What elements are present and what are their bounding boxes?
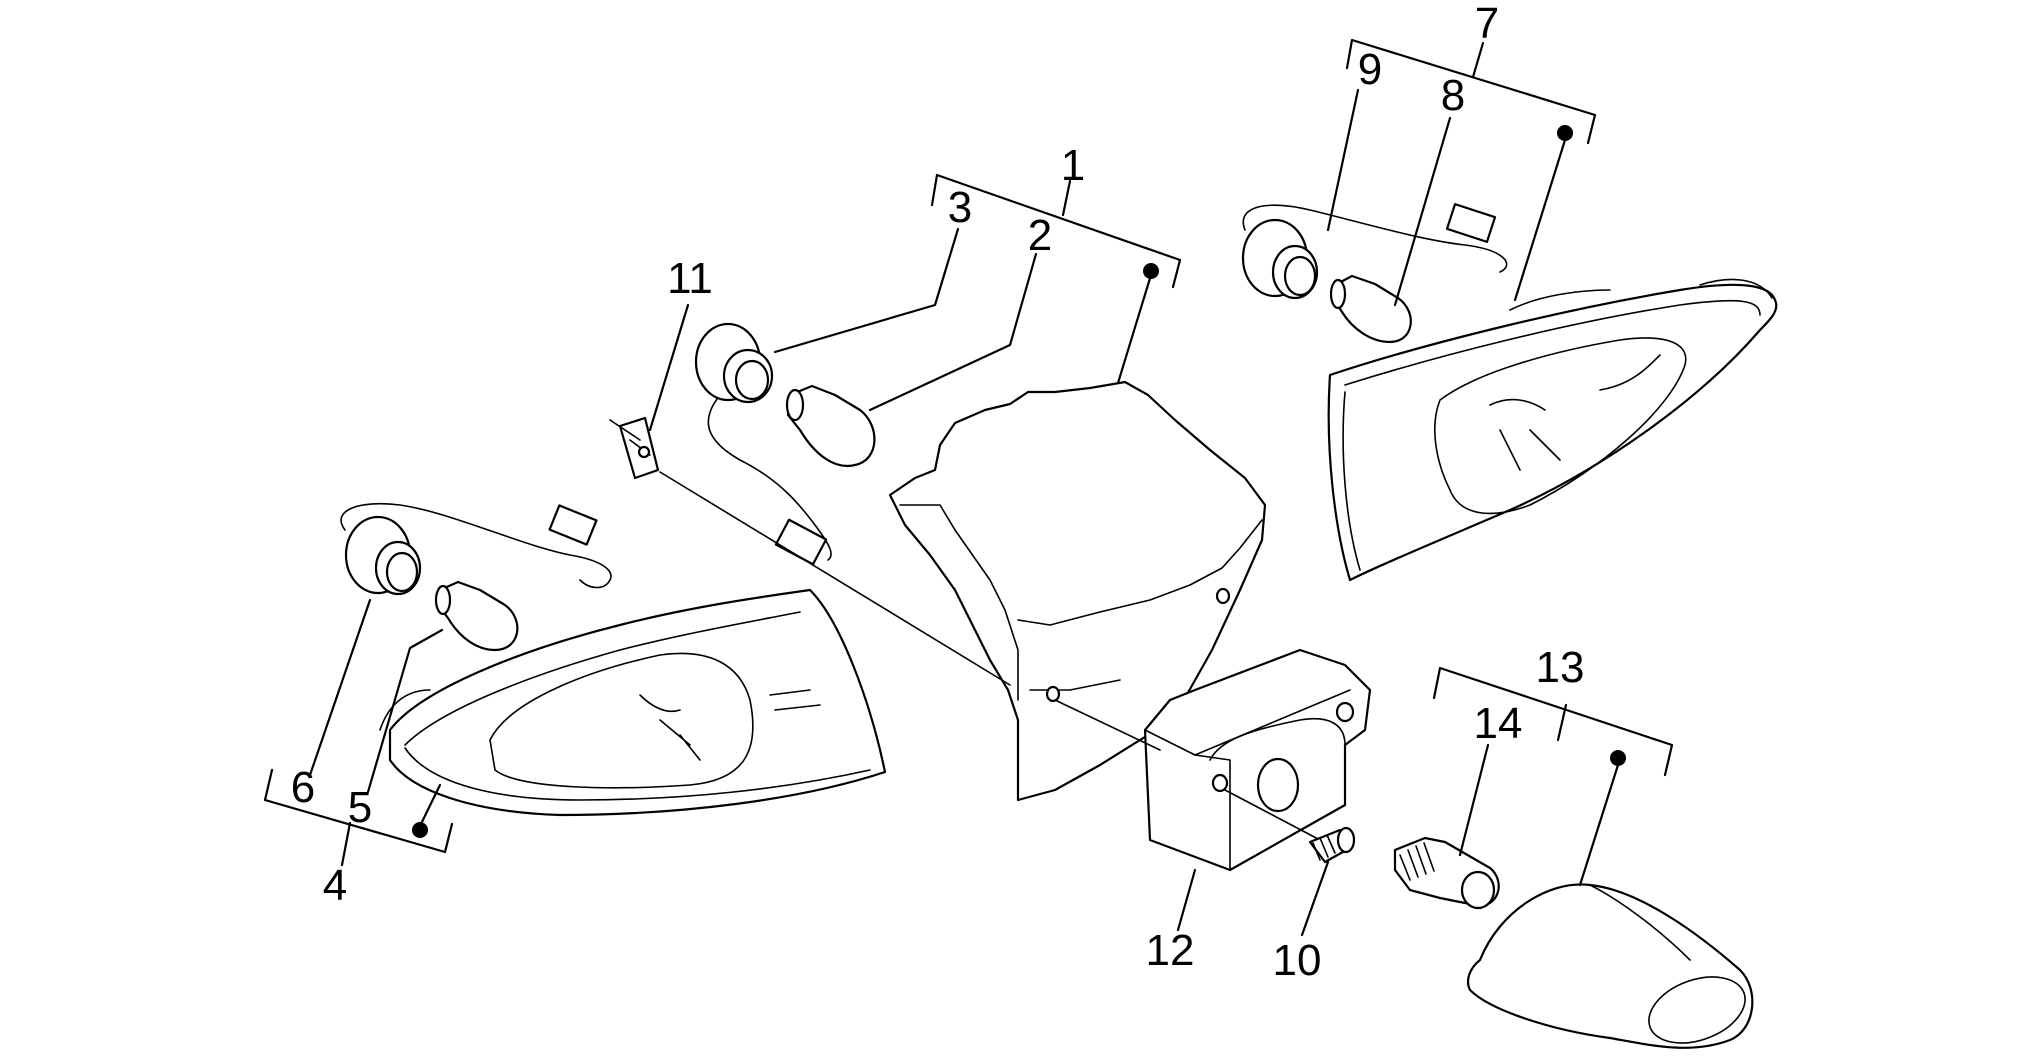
leader-11 [648,303,690,432]
callout-7: 7 [1475,0,1499,48]
bracket-13 [1432,666,1674,887]
leader-8 [1393,116,1452,307]
leader-6 [308,598,372,777]
leader-9 [1326,88,1360,232]
bracket-4-bullet [412,822,428,838]
leader-12 [1176,868,1197,932]
center-bulb-2 [785,384,876,468]
side-bulb-14 [1393,836,1500,910]
callout-14: 14 [1474,699,1523,748]
bracket-1 [930,173,1182,385]
bracket-7-bullet [1557,125,1573,141]
callout-1: 1 [1061,141,1085,190]
bracket-7 [1345,38,1597,302]
bracket-1-bullet [1143,263,1159,279]
callout-10: 10 [1273,936,1322,985]
screw-10 [1224,789,1356,864]
callout-8: 8 [1441,71,1465,120]
callout-6: 6 [291,763,315,812]
left-tail-light [379,588,887,817]
leader-14 [1458,743,1490,857]
leader-2 [868,252,1038,412]
side-lens-13 [1466,883,1754,1049]
clip-11 [609,416,1011,686]
callout-13: 13 [1536,643,1585,692]
center-tail-light-housing [888,380,1267,802]
bracket-4 [263,768,454,867]
leader-5 [366,628,444,794]
center-bulb-socket-3 [694,322,832,566]
callout-5: 5 [348,783,372,832]
callout-3: 3 [948,183,972,232]
leader-10 [1300,860,1330,937]
callout-12: 12 [1146,926,1195,975]
right-bulb-socket-9 [1241,203,1508,300]
callout-9: 9 [1358,45,1382,94]
callout-11: 11 [667,254,713,303]
right-tail-light [1327,278,1778,582]
callout-4: 4 [323,861,347,910]
left-bulb-5 [434,580,519,652]
callout-2: 2 [1028,211,1052,260]
right-bulb-8 [1329,274,1412,344]
left-bulb-socket-6 [340,502,612,596]
leader-3 [773,227,960,354]
bracket-13-bullet [1610,750,1626,766]
license-light-housing-12 [1054,648,1372,872]
